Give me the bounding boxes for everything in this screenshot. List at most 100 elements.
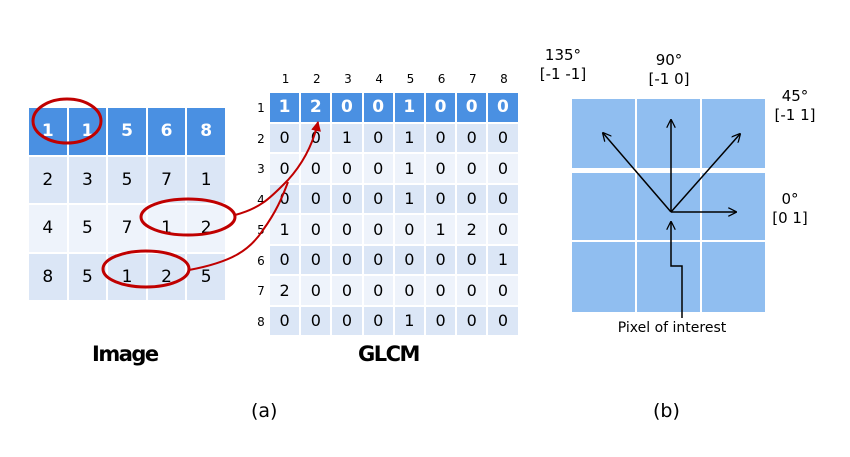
glcm-row-label: 5 [257,223,265,237]
image-cell: 2 [147,253,188,302]
glcm-cell: 0 [488,215,520,246]
direction-0-label: 0° [0 1] [764,190,816,228]
glcm-cell: 0 [270,306,302,337]
glcm-cell: 0 [332,306,364,337]
glcm-cell: 0 [394,215,426,246]
glcm-cell: 0 [394,276,426,307]
glcm-cell: 1 [332,123,364,154]
glcm-cell: 0 [457,93,489,124]
glcm-cell: 1 [394,184,426,215]
highlight-ellipse-pair-1-1 [31,97,103,145]
glcm-cell: 0 [363,276,395,307]
glcm-row-label: 8 [257,314,265,329]
glcm-row-label: 4 [257,192,265,207]
neighbor-cell-right [702,173,765,240]
glcm-caption: GLCM [358,342,420,366]
image-cell: 8 [29,253,69,302]
glcm-cell: 0 [457,276,489,307]
glcm-cell: 0 [363,215,395,246]
glcm-row-label: 1 [257,101,265,115]
highlight-ellipse-pair-1-2-b [101,249,191,289]
glcm-cell: 1 [394,123,426,154]
glcm-cell: 0 [270,123,302,154]
glcm-cell: 1 [488,245,520,276]
glcm-cell: 2 [301,93,333,124]
glcm-cell: 0 [301,184,333,215]
glcm-row-label: 3 [257,162,265,176]
glcm-cell: 0 [457,154,489,185]
glcm-cell: 0 [332,276,364,307]
neighbor-cell-bottom-left [572,242,635,312]
image-cell: 7 [108,205,148,254]
glcm-cell: 0 [425,276,458,307]
arrow-135 [603,133,672,213]
glcm-cell: 0 [425,154,458,185]
connector-to-glcm-1-2 [234,121,321,216]
glcm-cell: 1 [394,154,426,185]
glcm-cell: 0 [425,306,458,337]
connector-second-pair [188,181,289,271]
glcm-cell: 0 [332,184,364,215]
neighbor-cell-bottom [637,242,700,312]
pixel-of-interest-label: Pixel of interest [617,320,727,336]
neighbor-cell-left [572,173,635,240]
image-cell: 4 [29,205,69,254]
direction-90-label: 90° [-1 0] [638,51,700,89]
direction-135-angle: 135° [544,46,582,64]
direction-45-label: 45° [-1 1] [764,87,826,125]
glcm-cell: 0 [457,245,489,276]
glcm-cell: 0 [363,184,395,215]
glcm-cell: 0 [425,184,458,215]
image-cell: 1 [29,108,69,157]
glcm-cell: 2 [270,276,302,307]
direction-135-offset: [-1 -1] [539,65,587,83]
glcm-cell: 0 [488,276,520,307]
direction-90-angle: 90° [655,51,683,69]
part-a-label: (a) [251,400,278,422]
glcm-cell: 2 [457,215,489,246]
glcm-column-label: 4 [375,72,383,86]
glcm-cell: 0 [332,245,364,276]
glcm-cell: 0 [301,154,333,185]
glcm-cell: 0 [301,245,333,276]
glcm-cell: 0 [363,245,395,276]
arrow-45 [670,134,740,213]
image-cell: 5 [68,205,109,254]
glcm-cell: 0 [332,93,364,124]
glcm-cell: 0 [488,93,520,124]
glcm-cell: 0 [363,154,395,185]
glcm-cell: 0 [488,184,520,215]
glcm-column-label: 3 [344,72,352,86]
glcm-cell: 0 [332,215,364,246]
image-cell: 6 [147,108,188,157]
image-cell: 3 [68,156,109,205]
neighbor-cell-bottom-right [702,242,765,312]
glcm-row-label: 7 [257,284,265,298]
image-cell: 5 [108,108,148,157]
image-cell: 8 [187,108,227,157]
glcm-column-label: 6 [437,72,446,86]
glcm-cell: 0 [457,184,489,215]
glcm-cell: 1 [394,93,426,124]
glcm-column-label: 5 [406,72,415,86]
glcm-cell: 0 [363,93,395,124]
image-cell: 2 [29,156,69,205]
glcm-cell: 0 [301,276,333,307]
glcm-column-label: 8 [500,72,508,86]
image-cell: 1 [108,253,148,302]
direction-0-angle: 0° [781,190,799,208]
glcm-cell: 0 [394,245,426,276]
image-caption: Image [92,342,159,366]
image-cell: 7 [147,156,188,205]
glcm-cell: 0 [488,306,520,337]
image-cell: 2 [187,205,227,254]
pixel-of-interest-pointer [671,222,683,318]
glcm-cell: 0 [425,123,458,154]
glcm-cell: 0 [425,245,458,276]
image-cell: 5 [68,253,109,302]
part-b-label: (b) [653,400,680,422]
glcm-cell: 0 [425,93,458,124]
direction-45-angle: 45° [781,87,809,105]
glcm-column-label: 1 [281,72,290,86]
